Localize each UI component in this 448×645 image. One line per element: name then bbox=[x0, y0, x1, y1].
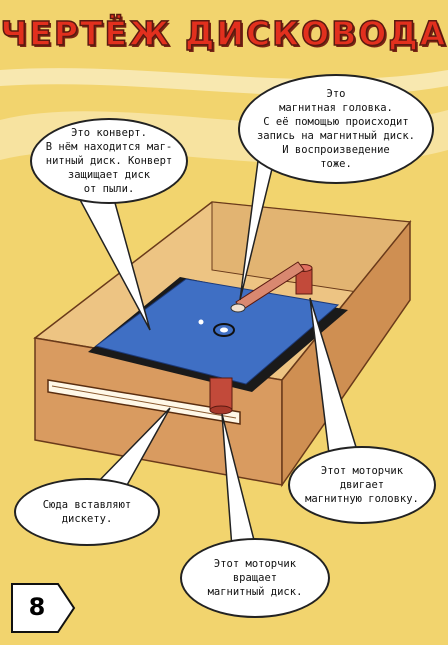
callout-envelope: Это конверт. В нём находится маг- нитный… bbox=[30, 118, 188, 204]
disk-motor bbox=[209, 377, 233, 411]
callout-magnetic-head-text: Это магнитная головка. С её помощью прои… bbox=[256, 88, 416, 170]
page-number: 8 bbox=[28, 593, 46, 621]
disk-motor-bottom bbox=[209, 405, 233, 415]
page-title: ЧЕРТЁЖ ДИСКОВОДА bbox=[0, 13, 448, 54]
disk-hub bbox=[213, 323, 235, 337]
callout-head-motor: Этот моторчик двигает магнитную головку. bbox=[288, 446, 436, 524]
disk-slot-inner bbox=[51, 385, 237, 419]
callout-disk-slot: Сюда вставляют дискету. bbox=[14, 478, 160, 546]
drive-side bbox=[281, 219, 411, 488]
callout-disk-motor-text: Этот моторчик вращает магнитный диск. bbox=[207, 558, 303, 598]
disk-envelope bbox=[94, 278, 340, 385]
callout-disk-motor: Этот моторчик вращает магнитный диск. bbox=[180, 538, 330, 618]
callout-envelope-text: Это конверт. В нём находится маг- нитный… bbox=[45, 127, 173, 195]
disk-index-hole bbox=[198, 319, 204, 325]
callout-disk-slot-text: Сюда вставляют дискету. bbox=[42, 499, 132, 525]
magnetic-head bbox=[230, 303, 246, 313]
disk-hub-center bbox=[220, 327, 228, 333]
callout-magnetic-head: Это магнитная головка. С её помощью прои… bbox=[238, 74, 434, 184]
page-number-tab bbox=[11, 583, 76, 633]
callout-head-motor-text: Этот моторчик двигает магнитную головку. bbox=[305, 465, 419, 505]
